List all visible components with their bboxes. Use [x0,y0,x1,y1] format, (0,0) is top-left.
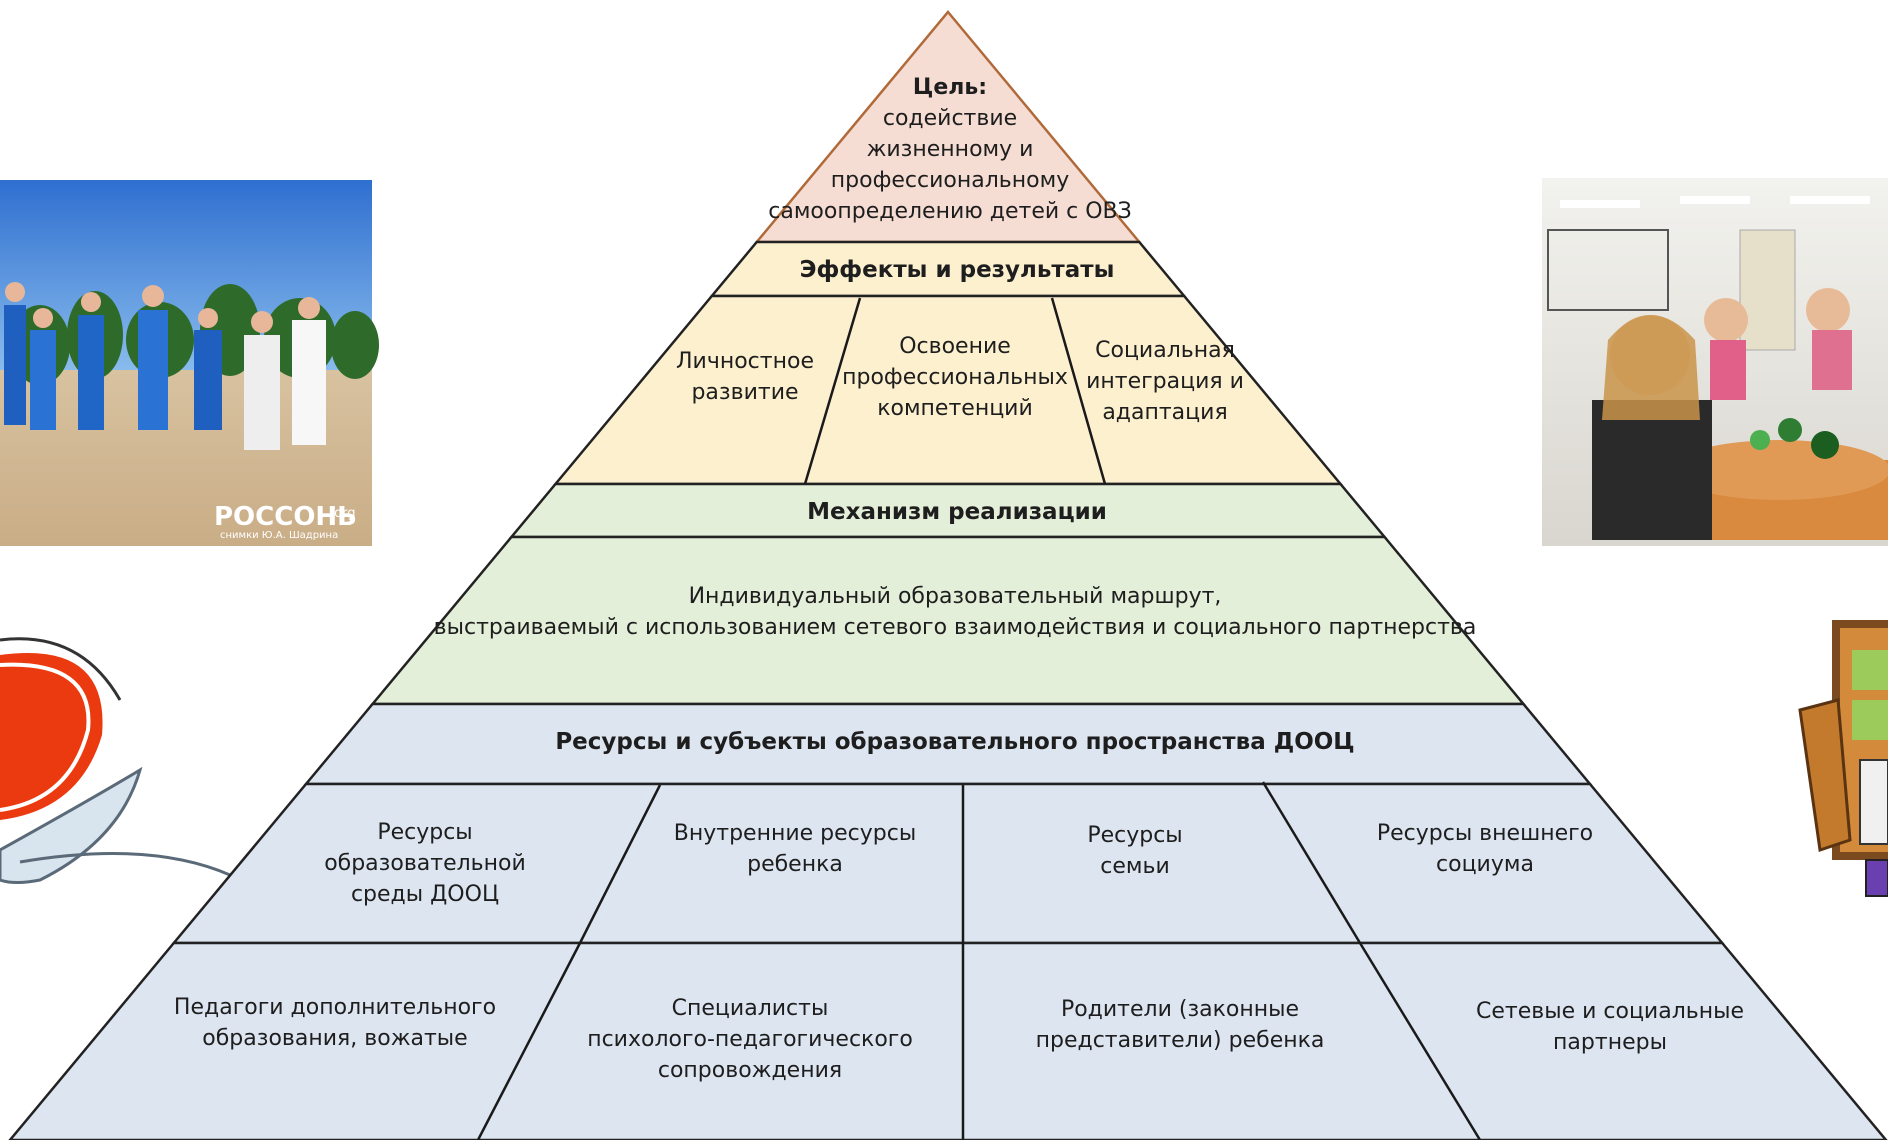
subject-parents: Родители (законные представители) ребенк… [1030,992,1330,1058]
resource-line: Ресурсы [377,819,473,845]
effect-professional-competencies: Освоение профессиональных компетенций [840,330,1070,424]
effect-personal-development: Личностное развитие [660,330,830,424]
resource-child-internal: Внутренние ресурсы ребенка [640,816,950,882]
effect-line: компетенций [877,395,1033,421]
subject-line: Родители (законные [1060,997,1300,1022]
subject-line: Специалисты [671,995,829,1021]
resource-environment: Ресурсы образовательной среды ДООЦ [300,813,550,913]
resource-line: среды ДООЦ [350,881,500,907]
subject-teachers: Педагоги дополнительного образования, во… [150,990,520,1056]
subject-line: партнеры [1553,1030,1667,1055]
subject-line: представители) ребенка [1035,1028,1325,1053]
effects-divider [803,297,862,485]
resource-line: Ресурсы внешнего [1376,821,1594,846]
subject-specialists: Специалисты психолого-педагогического со… [580,990,920,1088]
mechanism-description: Индивидуальный образовательный маршрут, … [434,578,1477,646]
photo-beach-group: РОССОНЬ .org снимки Ю.А. Шадрина [0,180,379,546]
photo-workshop [1542,178,1888,546]
subject-partners: Сетевые и социальные партнеры [1450,994,1770,1060]
mechanism-line: выстраиваемый с использованием сетевого … [433,615,1477,640]
resource-family: Ресурсы семьи [1040,818,1230,884]
mechanism-line: Индивидуальный образовательный маршрут, [688,584,1222,609]
effect-social-integration: Социальная интеграция и адаптация [1080,334,1250,428]
goal-line: профессиональному [830,167,1070,193]
subject-line: сопровождения [657,1057,843,1083]
goal-line: содействие [882,105,1018,131]
subject-line: образования, вожатые [202,1026,468,1051]
goal-title: Цель: [912,74,988,100]
photo-credit: снимки Ю.А. Шадрина [220,530,338,541]
mechanism-header: Механизм реализации [807,498,1107,525]
effect-line: Личностное [676,349,814,374]
subject-line: Педагоги дополнительного [173,995,497,1020]
goal-line: самоопределению детей с ОВЗ [768,198,1132,224]
subjects-divider [476,942,582,1140]
effect-line: адаптация [1102,399,1228,425]
subjects-divider [1358,942,1482,1140]
resource-line: образовательной [324,850,526,876]
resource-line: социума [1436,852,1534,877]
resources-divider [1261,781,1362,944]
effect-line: развитие [691,380,799,405]
subject-line: психолого-педагогического [587,1026,913,1052]
resource-line: Внутренние ресурсы [673,821,917,846]
resource-line: Ресурсы [1087,823,1183,848]
goal-block: Цель: содействие жизненному и профессион… [768,65,1132,233]
effect-line: Освоение [899,333,1011,359]
effect-line: Социальная [1095,337,1235,363]
effects-divider [1050,297,1107,485]
pyramid [8,10,1888,1140]
goal-line: жизненному и [866,136,1034,162]
effects-header: Эффекты и результаты [799,256,1115,283]
effect-line: интеграция и [1086,368,1244,394]
tier-resources-row2 [8,941,1888,1140]
loom-clipart [1798,620,1888,897]
photo-watermark-suffix: .org [330,506,355,521]
logo-swoosh [0,637,231,884]
photo-watermark: РОССОНЬ [214,502,357,532]
resources-divider [578,784,662,944]
effect-line: профессиональных [842,364,1068,390]
tier-dividers [476,297,1482,1140]
subject-line: Сетевые и социальные [1475,999,1745,1024]
resource-line: семьи [1100,854,1170,879]
resources-header: Ресурсы и субъекты образовательного прос… [555,728,1355,755]
resource-external-society: Ресурсы внешнего социума [1340,816,1630,882]
resource-line: ребенка [747,852,843,877]
